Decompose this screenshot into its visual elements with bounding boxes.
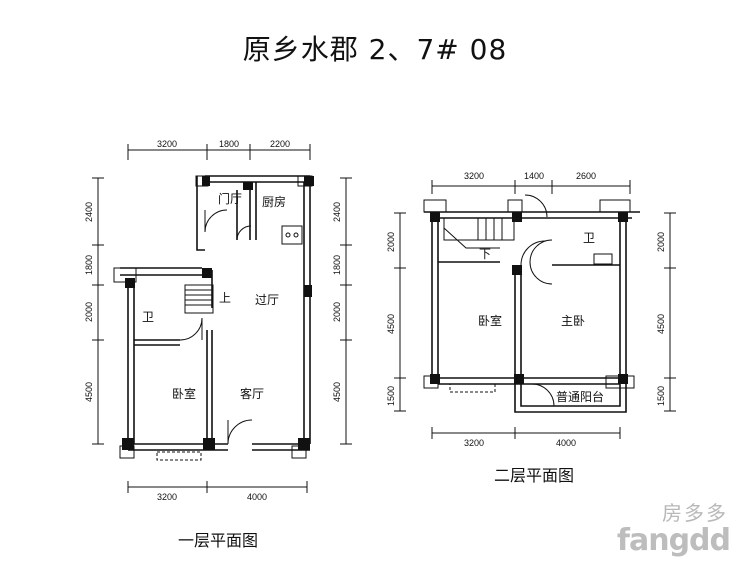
f2-dim-right-2: 4500: [656, 314, 666, 334]
f2-stair-down: 下: [479, 247, 491, 261]
f1-dim-left-1: 2400: [84, 202, 94, 222]
floor2-caption: 二层平面图: [494, 466, 575, 485]
f1-dim-left-4: 4500: [84, 382, 94, 402]
watermark-logo: 房多多 fangdd: [572, 497, 732, 561]
f1-dim-right-4: 4500: [332, 382, 342, 402]
f1-dim-top-3: 2200: [270, 139, 290, 149]
f2-dim-top-1: 3200: [464, 171, 484, 181]
f1-dim-bottom-2: 4000: [247, 492, 267, 502]
floor1-caption: 一层平面图: [178, 531, 259, 550]
f1-room-kitchen: 厨房: [262, 194, 286, 209]
f2-dim-left-1: 2000: [386, 232, 396, 252]
f1-room-entry: 门厅: [218, 191, 242, 206]
f2-room-bedroom: 卧室: [478, 313, 502, 328]
f1-dim-left-2: 1800: [84, 255, 94, 275]
f2-dim-bottom-1: 3200: [464, 438, 484, 448]
watermark-brand-en: fangdd: [616, 523, 731, 558]
f2-room-balcony: 普通阳台: [556, 389, 604, 404]
f2-dim-top-2: 1400: [524, 171, 544, 181]
f2-dim-left-2: 4500: [386, 314, 396, 334]
f2-room-bath: 卫: [583, 231, 595, 245]
f1-dim-right-2: 1800: [332, 255, 342, 275]
f1-room-bedroom: 卧室: [172, 386, 196, 401]
f1-dim-bottom-1: 3200: [157, 492, 177, 502]
f1-dim-right-1: 2400: [332, 202, 342, 222]
f1-dim-top-2: 1800: [219, 139, 239, 149]
f1-dim-right-3: 2000: [332, 302, 342, 322]
f1-room-bath: 卫: [142, 310, 154, 324]
f2-dim-bottom-2: 4000: [556, 438, 576, 448]
f2-dim-top-3: 2600: [576, 171, 596, 181]
f1-dim-top-1: 3200: [157, 139, 177, 149]
f1-stair-up: 上: [219, 291, 231, 305]
f2-room-master: 主卧: [561, 314, 585, 328]
f2-dim-left-3: 1500: [386, 386, 396, 406]
page-title: 原乡水郡 2、7# 08: [242, 33, 508, 66]
f1-room-hall: 过厅: [255, 293, 279, 307]
f1-dim-left-3: 2000: [84, 302, 94, 322]
f1-room-living: 客厅: [240, 386, 264, 401]
f2-dim-right-3: 1500: [656, 386, 666, 406]
f2-dim-right-1: 2000: [656, 232, 666, 252]
watermark-brand-cn: 房多多: [662, 501, 728, 525]
